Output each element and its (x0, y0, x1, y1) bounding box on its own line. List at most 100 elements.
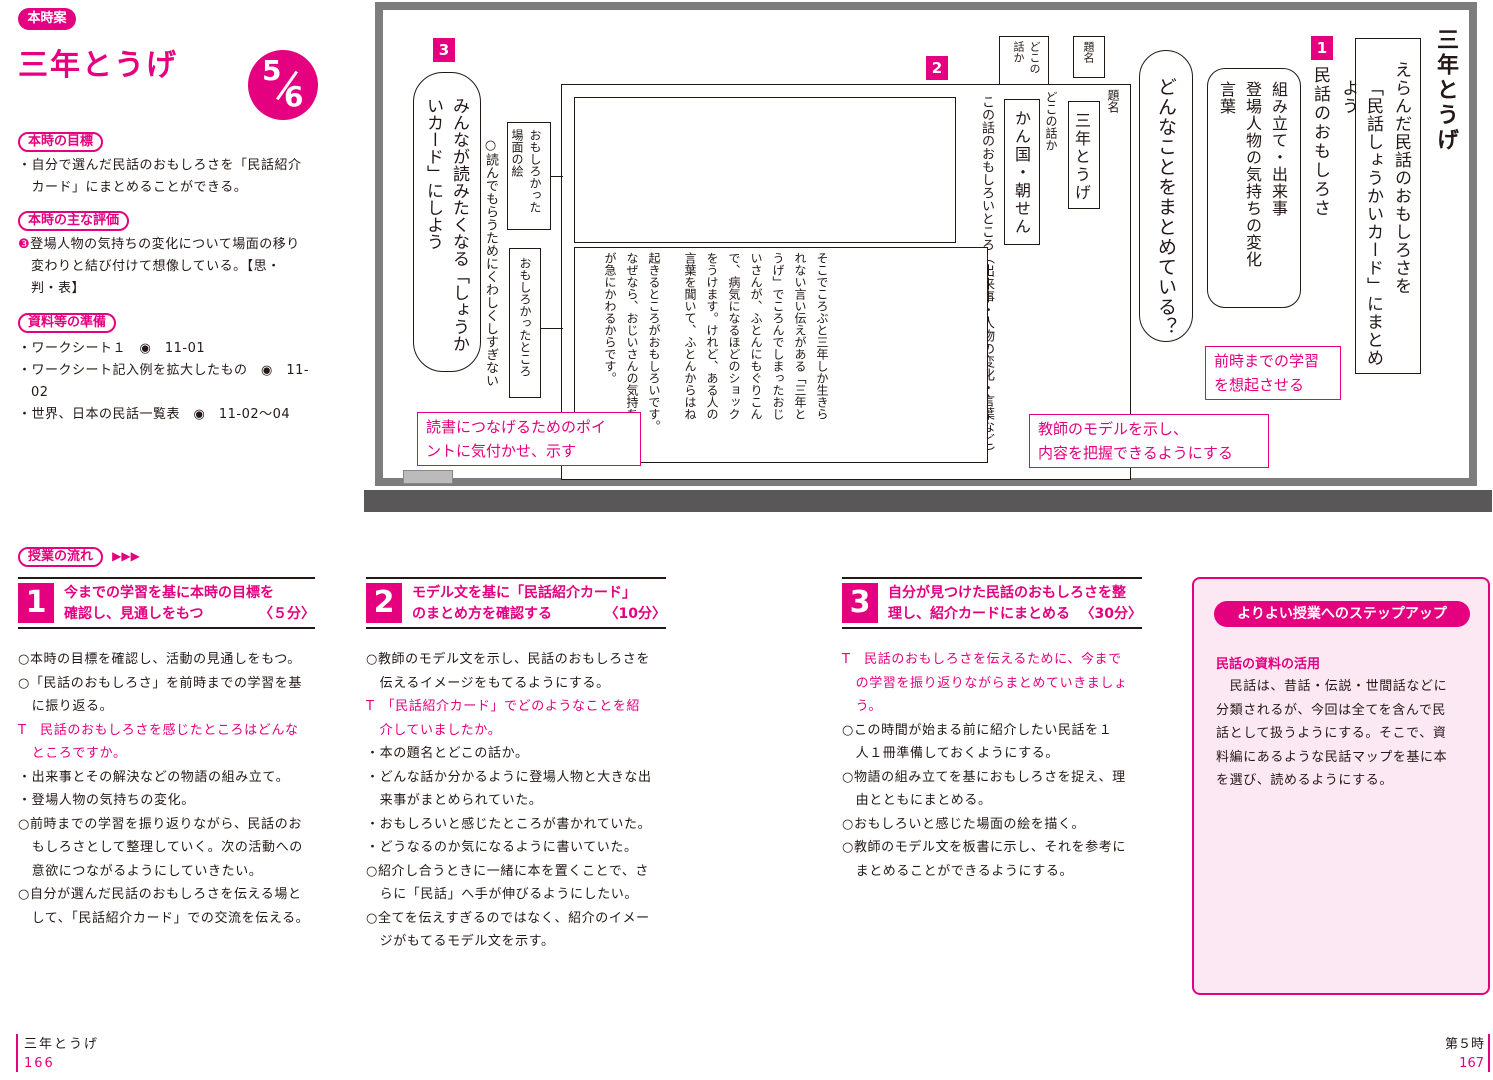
step2-title: モデル文を基に「民話紹介カード」 のまとめ方を確認する (412, 583, 636, 625)
card-writing-area: そこでころぶと三年しか生きら れない言い伝えがある「三年と うげ」でころんでしま… (574, 247, 988, 463)
board-badge-2: 2 (926, 56, 948, 80)
card-writing-line: で、病気になるほどのショック (727, 252, 741, 420)
step-title-line: 今までの学習を基に本時の目標を (64, 585, 274, 601)
board-cloud-text: みんなが読みたくなる「しょうかいカード」にしよう (423, 97, 469, 352)
material-item: ・世界、日本の民話一覧表 (18, 407, 181, 422)
step-line: ○この時間が始まる前に紹介したい民話を１ (842, 722, 1113, 738)
step-line: ・出来事とその解決などの物語の組み立て。 (18, 769, 290, 785)
step1-number: 1 (18, 583, 54, 623)
step-line: らに「民話」へ手が伸びるようにしたい。 (366, 887, 639, 902)
step-line: 由とともにまとめる。 (842, 793, 992, 808)
stepup-panel: よりよい授業へのステップアップ 民話の資料の活用 民話は、昔話・伝説・世間話など… (1192, 577, 1490, 995)
step-line: ・登場人物の気持ちの変化。 (18, 793, 195, 808)
step1-heading: 1 今までの学習を基に本時の目標を 確認し、見通しをもつ 〈５分〉 (18, 577, 315, 629)
material-item: ・ワークシート１ (18, 341, 127, 356)
stepup-body: 民話は、昔話・伝説・世間話などに 分類されるが、今回は全てを含んで民 話として扱… (1216, 675, 1447, 793)
footer-right-bar (1488, 1034, 1490, 1072)
evaluation-line: 登場人物の気持ちの変化について場面の移り (30, 237, 300, 252)
board-cloud: みんなが読みたくなる「しょうかいカード」にしよう (413, 72, 481, 372)
step-line: ○前時までの学習を振り返りながら、民話のお (18, 816, 302, 832)
step-line: ○「民話のおもしろさ」を前時までの学習を基 (18, 675, 302, 691)
board-badge-3: 3 (433, 38, 455, 62)
step-line: ○本時の目標を確認し、活動の見通しをもつ。 (18, 652, 301, 667)
step-line: T 「民話紹介カード」でどのようなことを紹 (366, 699, 641, 714)
lesson-plan-tag: 本時案 (18, 8, 76, 30)
callout-line: ントに気付かせ、示す (426, 442, 577, 460)
step1-title: 今までの学習を基に本時の目標を 確認し、見通しをもつ (64, 583, 274, 625)
card-where-value: かん国・朝せん (1012, 110, 1031, 236)
step2-number: 2 (366, 583, 402, 623)
stepup-line: 話として扱うようにする。そこで、資 (1216, 726, 1447, 741)
card-writing-line: が急にかわるからです。 (603, 252, 617, 384)
step2-body: ○教師のモデル文を示し、民話のおもしろさを 伝えるイメージをもてるようにする。 T… (366, 648, 652, 954)
page-number-right: 167 (1459, 1056, 1484, 1071)
flow-header: 授業の流れ ▶▶▶ (18, 545, 140, 567)
connector-line (541, 328, 563, 329)
footer-right-title: 第５時 (1444, 1037, 1484, 1052)
board-badge-1: 1 (1311, 36, 1333, 60)
evaluation-label: 本時の主な評価 (18, 211, 130, 231)
flow-arrows: ▶▶▶ (112, 549, 140, 563)
evaluation-text: ❸登場人物の気持ちの変化について場面の移り 変わりと結び付けて想像している。【思… (18, 234, 300, 300)
step-line: ジがもてるモデル文を示す。 (366, 934, 555, 949)
goal-line: ・自分で選んだ民話のおもしろさを「民話紹介 (18, 158, 302, 173)
board-goal-box: えらんだ民話のおもしろさを 「民話しょうかいカード」にまとめよう (1338, 38, 1421, 374)
step-title-line: モデル文を基に「民話紹介カード」 (412, 585, 636, 601)
step-line: ・どうなるのか気になるように書いていた。 (366, 840, 638, 855)
goal-label: 本時の目標 (18, 132, 104, 152)
connector-line (551, 176, 563, 177)
callout-line: 教師のモデルを示し、 (1038, 420, 1189, 438)
stepup-line: を選び、読めるようにする。 (1216, 773, 1393, 788)
goal-text: ・自分で選んだ民話のおもしろさを「民話紹介 カード」にまとめることができる。 (18, 155, 302, 199)
step-line: ところですか。 (18, 746, 127, 761)
material-item: ・ワークシート記入例を拡大したもの (18, 363, 248, 378)
step-line: ○自分が選んだ民話のおもしろさを伝える場と (18, 887, 302, 902)
step3-body: T 民話のおもしろさを伝えるために、今まで の学習を振り返りながらまとめていきま… (842, 648, 1128, 883)
goal-line: カード」にまとめることができる。 (18, 180, 248, 195)
card-writing-line: をうけます。けれど、ある人の (705, 252, 719, 420)
callout-line: を想起させる (1214, 376, 1305, 394)
page-number-left: 166 (24, 1056, 55, 1071)
card-drawing-area (574, 97, 956, 243)
material-code: 11-01 (164, 341, 206, 356)
stepup-line: 民話は、昔話・伝説・世間話などに (1216, 679, 1448, 694)
footer-left: 三年とうげ 166 (24, 1035, 99, 1073)
card-writing-line: れない言い伝えがある「三年と (793, 252, 807, 420)
card-title-tag-text: 題名 (1082, 41, 1095, 63)
material-code: 11- (286, 363, 310, 378)
step3-heading: 3 自分が見つけた民話のおもしろさを整 理し、紹介カードにまとめる 〈30分〉 (842, 577, 1142, 629)
card-writing-lines: 起きるところがおもしろいです。 なぜなら、おじいさんの気持ち が急にかわるからで… (599, 252, 665, 458)
stepup-line: 料編にあるような民話マップを基に本 (1216, 749, 1448, 765)
material-code: 02 (31, 385, 49, 400)
stepup-line: 分類されるが、今回は全てを含んで民 (1216, 702, 1447, 718)
step2-heading: 2 モデル文を基に「民話紹介カード」 のまとめ方を確認する 〈10分〉 (366, 577, 666, 629)
step-line: の学習を振り返りながらまとめていきましょ (842, 675, 1128, 691)
stepup-label: よりよい授業へのステップアップ (1214, 601, 1470, 627)
step-line: ○物語の組み立てを基におもしろさを捉え、理 (842, 769, 1126, 785)
label-part: おもしろかったところ (518, 257, 532, 377)
step-line: ・本の題名とどこの話か。 (366, 746, 529, 761)
reader-note: ○読んでもらうためにくわしくしすぎない (483, 138, 498, 387)
card-writing-lines: そこでころぶと三年しか生きら れない言い伝えがある「三年と うげ」でころんでしま… (679, 252, 833, 458)
blackboard-ledge (364, 490, 1492, 512)
label-scene: おもしろかった場面の絵 (510, 129, 542, 213)
stepup-subhead: 民話の資料の活用 (1216, 657, 1321, 672)
model-card: 題名 三年とうげ どこの話か かん国・朝せん この話のおもしろいところ（出来事・… (561, 84, 1131, 480)
card-where-label: どこの話か (1044, 91, 1058, 151)
blackboard: 三年とうげ えらんだ民話のおもしろさを 「民話しょうかいカード」にまとめよう 1… (375, 2, 1477, 486)
step-line: ○紹介し合うときに一緒に本を置くことで、さ (366, 863, 650, 879)
footer-left-bar (16, 1034, 18, 1072)
callout-reading: 読書につなげるためのポイ ントに気付かせ、示す (417, 412, 641, 466)
step1-body: ○本時の目標を確認し、活動の見通しをもつ。 ○「民話のおもしろさ」を前時までの学習… (18, 648, 309, 930)
step-title-line: のまとめ方を確認する (412, 606, 552, 622)
step-line: 伝えるイメージをもてるようにする。 (366, 675, 610, 691)
evaluation-line: 変わりと結び付けて想像している。【思・ (31, 259, 281, 274)
step-line: ○教師のモデル文を板書に示し、それを参考に (842, 840, 1126, 855)
card-writing-line: いさんが、ふとんにもぐりこん (749, 252, 763, 420)
callout-prev: 前時までの学習 を想起させる (1205, 346, 1341, 400)
board-point: 組み立て・出来事 (1269, 81, 1288, 217)
step-line: ○教師のモデル文を示し、民話のおもしろさを (366, 652, 650, 667)
board-points-box: 組み立て・出来事 登場人物の気持ちの変化 言葉 (1207, 68, 1301, 308)
page-title: 三年とうげ (18, 48, 178, 83)
card-writing-line: なぜなら、おじいさんの気持ち (625, 252, 639, 420)
